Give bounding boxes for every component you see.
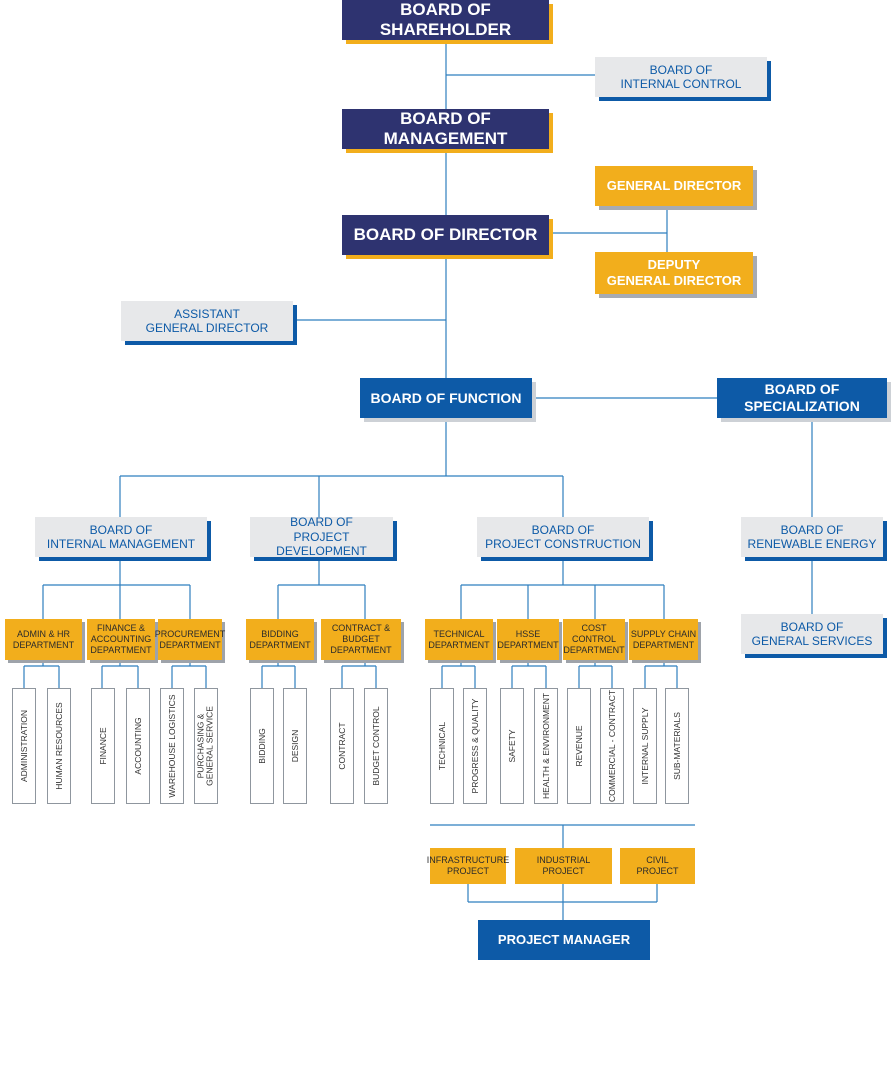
sub-unit-progress-quality: PROGRESS & QUALITY: [463, 688, 487, 804]
sub-unit-bidding: BIDDING: [250, 688, 274, 804]
board-of-function: BOARD OF FUNCTION: [360, 378, 532, 418]
board-of-management: BOARD OF MANAGEMENT: [342, 109, 549, 149]
line-pc-depts: [460, 560, 665, 619]
board-of-general-services: BOARD OF GENERAL SERVICES: [741, 614, 883, 654]
sub-unit-internal-supply: INTERNAL SUPPLY: [633, 688, 657, 804]
assistant-general-director: ASSISTANT GENERAL DIRECTOR: [121, 301, 293, 341]
general-director: GENERAL DIRECTOR: [595, 166, 753, 206]
cost-control-department: COST CONTROL DEPARTMENT: [563, 619, 625, 660]
line-sub-units: [23, 660, 678, 688]
line-im-depts: [42, 557, 191, 619]
sub-unit-finance: FINANCE: [91, 688, 115, 804]
sub-unit-health-environment: HEALTH & ENVIRONMENT: [534, 688, 558, 804]
procurement-department: PROCUREMENT DEPARTMENT: [155, 619, 225, 660]
civil-project: CIVIL PROJECT: [620, 848, 695, 884]
deputy-general-director: DEPUTY GENERAL DIRECTOR: [595, 252, 753, 294]
line-general-director: [553, 207, 668, 252]
admin-hr-department: ADMIN & HR DEPARTMENT: [5, 619, 82, 660]
sub-unit-sub-materials: SUB-MATERIALS: [665, 688, 689, 804]
finance-accounting-department: FINANCE & ACCOUNTING DEPARTMENT: [87, 619, 155, 660]
sub-unit-design: DESIGN: [283, 688, 307, 804]
bidding-department: BIDDING DEPARTMENT: [246, 619, 314, 660]
sub-unit-administration: ADMINISTRATION: [12, 688, 36, 804]
sub-unit-purchasing-general-service: PURCHASING & GENERAL SERVICE: [194, 688, 218, 804]
board-of-internal-control: BOARD OF INTERNAL CONTROL: [595, 57, 767, 97]
line-projects: [430, 824, 695, 920]
supply-chain-department: SUPPLY CHAIN DEPARTMENT: [629, 619, 698, 660]
project-manager: PROJECT MANAGER: [478, 920, 650, 960]
board-of-internal-management: BOARD OF INTERNAL MANAGEMENT: [35, 517, 207, 557]
board-of-project-development: BOARD OF PROJECT DEVELOPMENT: [250, 515, 393, 558]
sub-unit-warehouse-logistics: WAREHOUSE LOGISTICS: [160, 688, 184, 804]
line-pd-depts: [277, 560, 366, 619]
infrastructure-project: INFRASTRUCTURE PROJECT: [427, 848, 509, 884]
sub-unit-human-resources: HUMAN RESOURCES: [47, 688, 71, 804]
sub-unit-budget-control: BUDGET CONTROL: [364, 688, 388, 804]
board-of-specialization: BOARD OF SPECIALIZATION: [717, 378, 887, 418]
sub-unit-accounting: ACCOUNTING: [126, 688, 150, 804]
board-of-project-construction: BOARD OF PROJECT CONSTRUCTION: [477, 517, 649, 557]
sub-unit-technical: TECHNICAL: [430, 688, 454, 804]
industrial-project: INDUSTRIAL PROJECT: [515, 848, 612, 884]
technical-department: TECHNICAL DEPARTMENT: [425, 619, 493, 660]
board-of-renewable-energy: BOARD OF RENEWABLE ENERGY: [741, 517, 883, 557]
sub-unit-contract: CONTRACT: [330, 688, 354, 804]
board-of-director: BOARD OF DIRECTOR: [342, 215, 549, 255]
sub-unit-safety: SAFETY: [500, 688, 524, 804]
sub-unit-commercial-contract: COMMERCIAL - CONTRACT: [600, 688, 624, 804]
contract-budget-department: CONTRACT & BUDGET DEPARTMENT: [321, 619, 401, 660]
line-function-branches: [119, 475, 564, 517]
board-of-shareholder: BOARD OF SHAREHOLDER: [342, 0, 549, 40]
hsse-department: HSSE DEPARTMENT: [497, 619, 559, 660]
sub-unit-revenue: REVENUE: [567, 688, 591, 804]
